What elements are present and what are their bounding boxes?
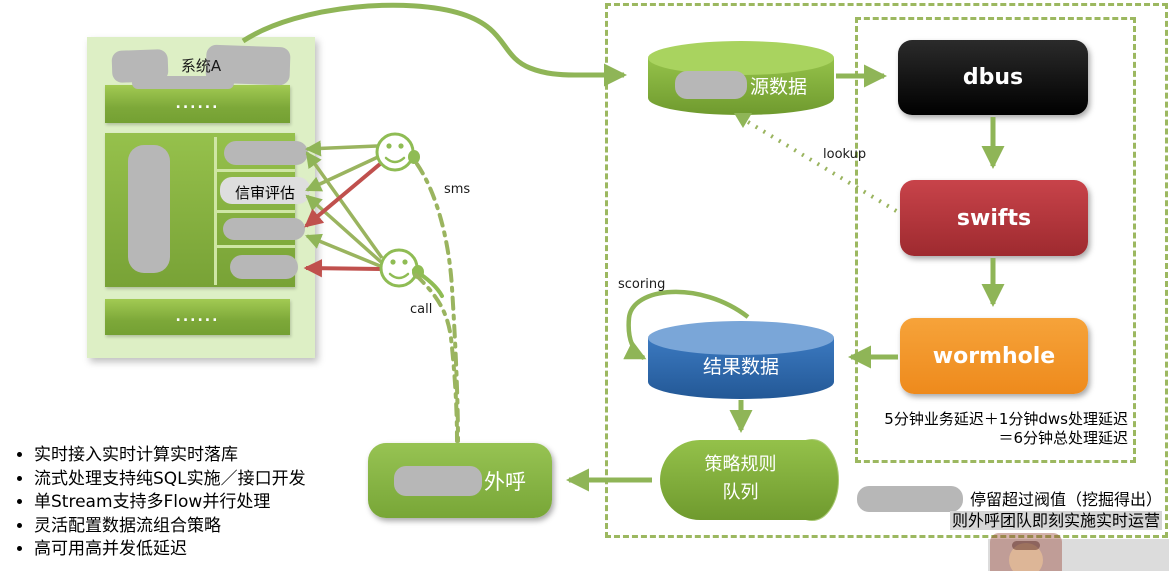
outer-dashed-boundary bbox=[605, 3, 1168, 538]
source-db-label: 源数据 bbox=[749, 75, 807, 98]
redaction-blob bbox=[223, 218, 305, 240]
system-a-panel: 系统A ...... 信审评估 ...... bbox=[87, 37, 315, 358]
system-a-bottom-module: ...... bbox=[105, 299, 290, 335]
arrow-sms-actor-to-module1 bbox=[304, 140, 378, 157]
source-db-label-row: 源数据 bbox=[650, 68, 832, 102]
feature-item-5: 高可用高并发低延迟 bbox=[34, 538, 379, 562]
separator bbox=[217, 169, 295, 172]
outbound-call-node: 外呼 bbox=[368, 443, 552, 518]
wormhole-node: wormhole bbox=[900, 318, 1088, 394]
strategy-queue-line1: 策略规则 bbox=[704, 454, 777, 475]
call-tag: call bbox=[410, 302, 433, 317]
lookup-tag: lookup bbox=[823, 147, 867, 162]
dbus-node: dbus bbox=[898, 40, 1088, 115]
red-arrow-sms-actor-to-module3 bbox=[304, 162, 382, 228]
strategy-queue-label: 策略规则 队列 bbox=[658, 450, 823, 508]
separator bbox=[214, 137, 217, 285]
outbound-label: 外呼 bbox=[484, 469, 526, 494]
ops-note: 停留超过阀值（挖掘得出） 则外呼团队即刻实施实时运营 bbox=[940, 489, 1162, 531]
result-db-label: 结果数据 bbox=[702, 355, 779, 378]
redaction-blob bbox=[132, 76, 234, 89]
feature-item-1: 实时接入实时计算实时落库 bbox=[34, 444, 379, 468]
red-arrow-call-actor-to-module4 bbox=[303, 259, 382, 278]
feature-list: 实时接入实时计算实时落库 流式处理支持纯SQL实施／接口开发 单Stream支持… bbox=[8, 444, 379, 562]
audit-label: 信审评估 bbox=[234, 184, 295, 202]
audit-label-background bbox=[220, 177, 310, 204]
redaction-blob bbox=[230, 255, 298, 279]
sms-actor-icon bbox=[375, 132, 420, 172]
arrow-sms-actor-to-audit bbox=[305, 155, 379, 192]
arrow-call-actor-to-module1 bbox=[305, 151, 384, 260]
ellipsis-label: ...... bbox=[175, 96, 220, 112]
redaction-blob-vertical bbox=[128, 145, 170, 273]
redaction-blob bbox=[857, 486, 963, 512]
ellipsis-label: ...... bbox=[175, 309, 220, 325]
strategy-queue-line2: 队列 bbox=[722, 482, 759, 503]
system-a-core-module: 信审评估 bbox=[105, 133, 310, 287]
latency-line2: ＝6分钟总处理延迟 bbox=[998, 429, 1128, 447]
ops-line1: 停留超过阀值（挖掘得出） bbox=[969, 490, 1162, 509]
watermark-glasses-icon bbox=[1012, 541, 1040, 550]
feature-item-3: 单Stream支持多Flow并行处理 bbox=[34, 491, 379, 515]
redaction-blob bbox=[674, 71, 747, 99]
system-a-title: 系统A bbox=[180, 57, 222, 75]
separator bbox=[217, 245, 295, 248]
watermark-face-icon bbox=[1009, 543, 1043, 571]
sms-tag: sms bbox=[444, 182, 471, 197]
watermark-logo bbox=[990, 533, 1062, 571]
system-a-top-module: ...... bbox=[105, 85, 290, 123]
ops-line2: 则外呼团队即刻实施实时运营 bbox=[949, 511, 1162, 530]
arrow-call-actor-to-audit bbox=[305, 194, 383, 264]
inner-dashed-boundary bbox=[855, 17, 1136, 463]
feature-item-4: 灵活配置数据流组合策略 bbox=[34, 515, 379, 539]
latency-note: 5分钟业务延迟＋1分钟dws处理延迟 ＝6分钟总处理延迟 bbox=[858, 410, 1128, 448]
call-dashed-path bbox=[414, 273, 459, 443]
latency-line1: 5分钟业务延迟＋1分钟dws处理延迟 bbox=[884, 410, 1128, 428]
redaction-blob bbox=[224, 141, 308, 165]
call-actor-icon bbox=[379, 248, 444, 298]
scoring-tag: scoring bbox=[618, 277, 666, 292]
swifts-node: swifts bbox=[900, 180, 1088, 256]
separator bbox=[217, 210, 295, 213]
arrow-call-actor-to-module3 bbox=[305, 233, 381, 268]
wormhole-label: wormhole bbox=[932, 343, 1056, 369]
dbus-label: dbus bbox=[962, 65, 1024, 90]
redaction-blob bbox=[394, 465, 482, 496]
swifts-label: swifts bbox=[956, 205, 1032, 231]
feature-item-2: 流式处理支持纯SQL实施／接口开发 bbox=[34, 468, 379, 492]
